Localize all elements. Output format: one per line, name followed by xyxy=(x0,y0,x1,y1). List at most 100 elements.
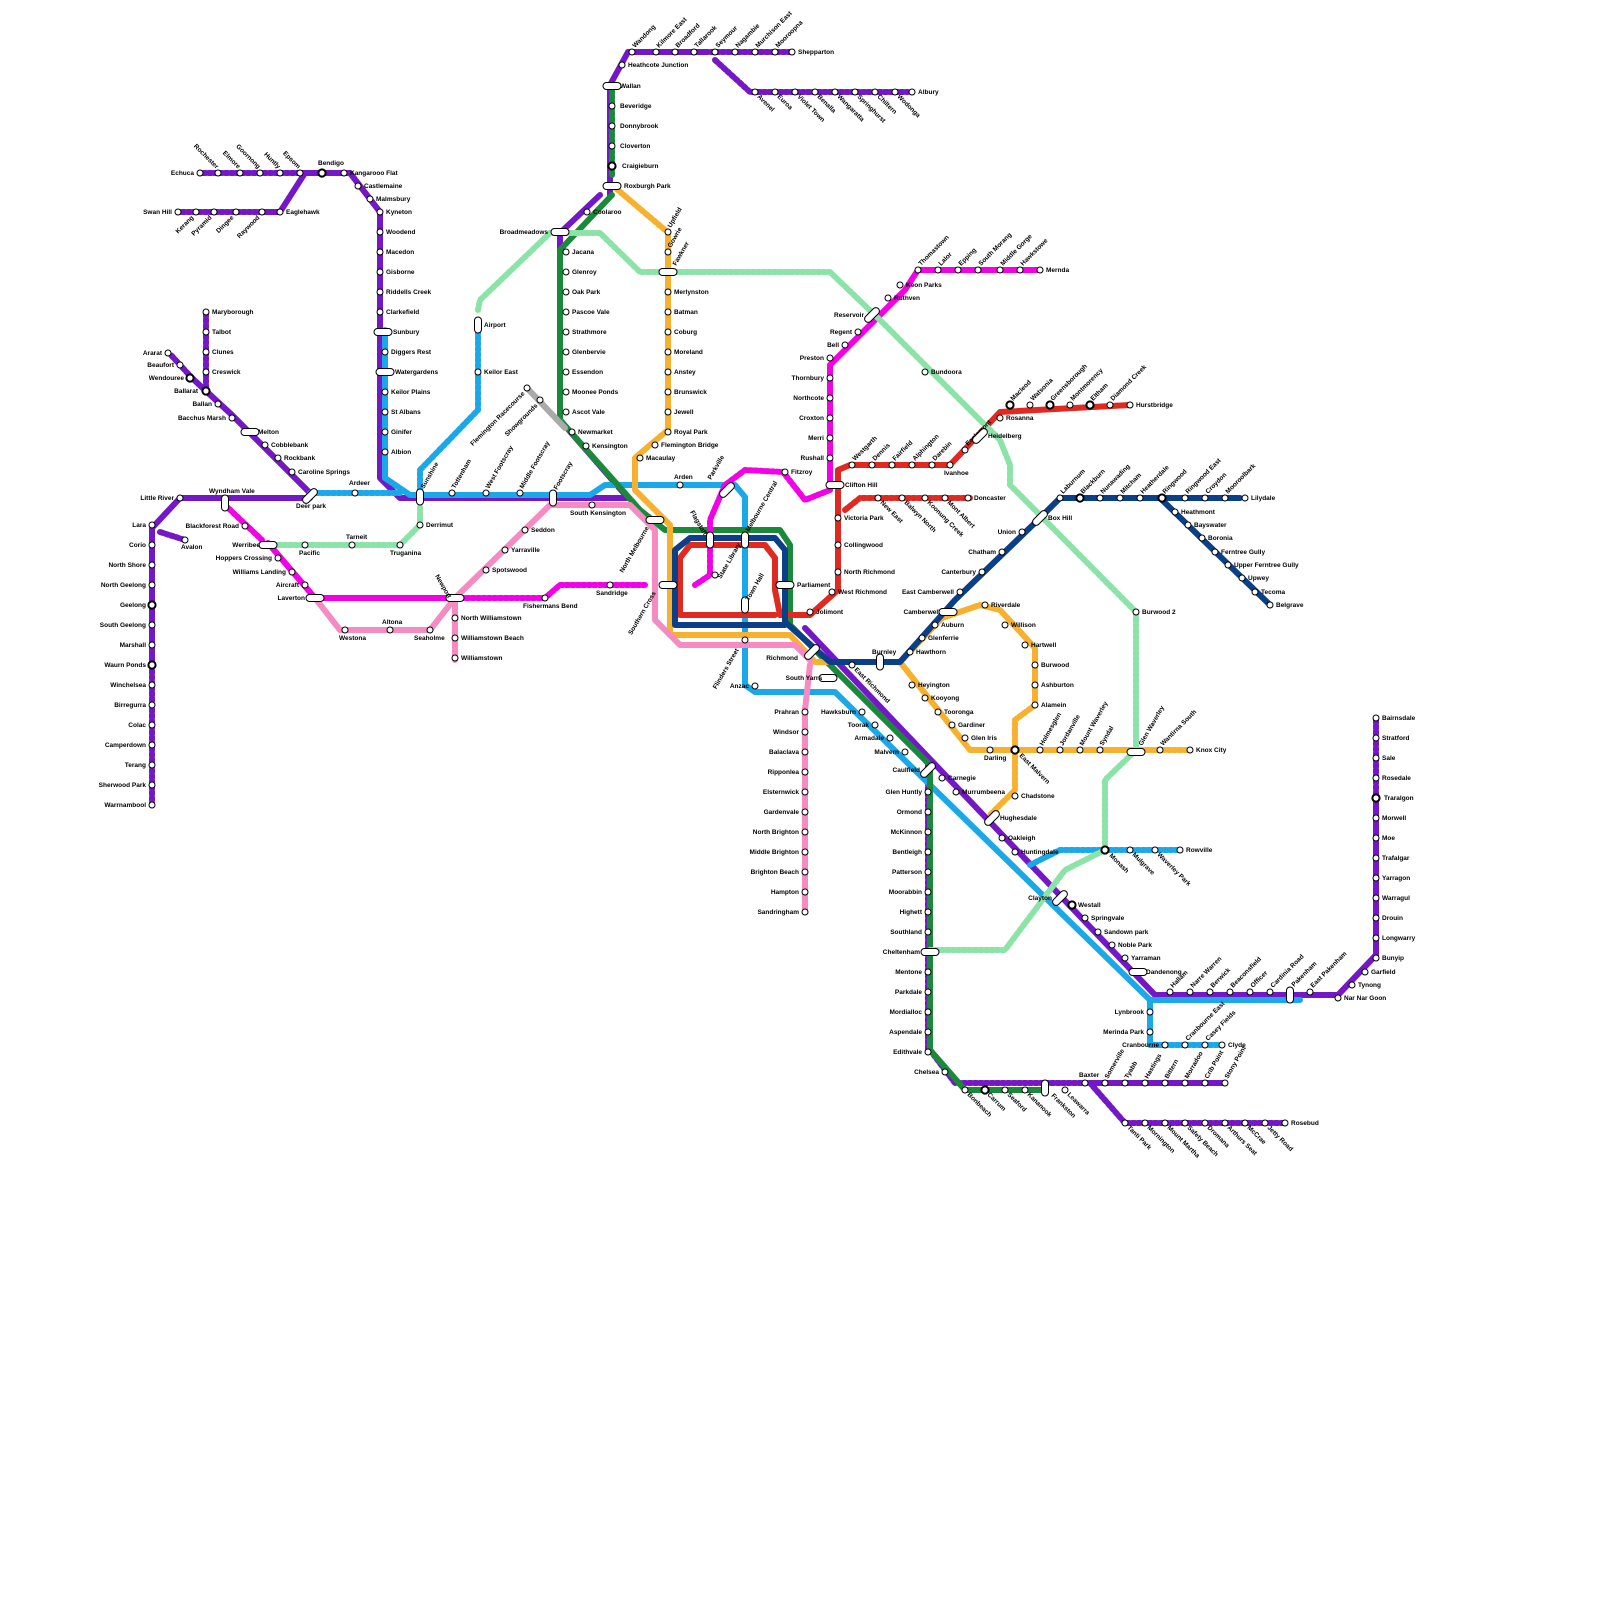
station-marker[interactable] xyxy=(426,626,434,634)
station-marker[interactable] xyxy=(354,182,362,190)
station[interactable]: Eaglehawk xyxy=(276,208,320,216)
station[interactable]: Bundoora xyxy=(921,368,962,376)
station[interactable]: Tottenham xyxy=(448,458,473,497)
interchange-marker[interactable] xyxy=(919,761,937,779)
station[interactable]: Ginifer xyxy=(381,428,412,436)
station-marker[interactable] xyxy=(516,489,524,497)
station-marker[interactable] xyxy=(874,494,882,502)
station[interactable]: Westona xyxy=(339,626,366,642)
station[interactable]: Belgrave xyxy=(1266,601,1304,609)
station[interactable]: Truganina xyxy=(390,541,421,557)
station[interactable]: Terang xyxy=(125,761,156,769)
station[interactable]: Batman xyxy=(664,308,698,316)
station-marker[interactable] xyxy=(891,88,899,96)
station-marker[interactable] xyxy=(1372,934,1380,942)
station[interactable]: Boronia xyxy=(1198,534,1233,542)
station-marker[interactable] xyxy=(606,581,614,589)
station[interactable]: Moreland xyxy=(664,348,703,356)
station-marker[interactable] xyxy=(1186,746,1194,754)
station[interactable]: Parkdale xyxy=(895,988,932,996)
station[interactable]: Gardenvale xyxy=(764,808,809,816)
station-marker[interactable] xyxy=(806,608,814,616)
station-marker[interactable] xyxy=(751,682,759,690)
station[interactable]: North Richmond xyxy=(834,568,895,576)
station[interactable]: Clifton Hill xyxy=(825,481,878,490)
station-marker[interactable] xyxy=(978,568,986,576)
station[interactable]: Bayswater xyxy=(1184,521,1227,529)
station[interactable]: Woodend xyxy=(376,228,416,236)
station-marker[interactable] xyxy=(1141,1119,1149,1127)
station[interactable]: Birregurra xyxy=(114,701,156,709)
station-marker[interactable] xyxy=(562,348,570,356)
station[interactable]: Doncaster xyxy=(964,494,1006,502)
station[interactable]: Heidelberg xyxy=(971,427,1022,445)
station[interactable]: Caroline Springs xyxy=(288,468,350,476)
station-marker[interactable] xyxy=(924,988,932,996)
station-marker[interactable] xyxy=(826,434,834,442)
station[interactable]: Heathcote Junction xyxy=(618,61,688,69)
station[interactable]: Ashburton xyxy=(1031,681,1074,689)
station-marker[interactable] xyxy=(1181,494,1189,502)
station[interactable]: North Brighton xyxy=(753,828,809,836)
station-marker[interactable] xyxy=(301,581,309,589)
station-marker[interactable] xyxy=(751,88,759,96)
station-marker[interactable] xyxy=(948,721,956,729)
station[interactable]: Corio xyxy=(129,541,156,549)
station-marker[interactable] xyxy=(317,168,327,178)
station-marker[interactable] xyxy=(562,328,570,336)
interchange-marker[interactable] xyxy=(718,481,736,499)
station[interactable]: Sandridge xyxy=(596,581,628,597)
station-marker[interactable] xyxy=(906,648,914,656)
station-marker[interactable] xyxy=(501,546,509,554)
station[interactable]: Echuca xyxy=(171,169,204,177)
station[interactable]: Armadale xyxy=(854,734,894,742)
station-marker[interactable] xyxy=(690,48,698,56)
station[interactable]: Pacific xyxy=(299,541,320,557)
station-marker[interactable] xyxy=(801,728,809,736)
station-marker[interactable] xyxy=(924,788,932,796)
station-marker[interactable] xyxy=(1061,1086,1069,1094)
station-marker[interactable] xyxy=(1306,988,1314,996)
station[interactable]: Middle Brighton xyxy=(750,848,809,856)
station[interactable]: Yarraville xyxy=(501,546,540,554)
station-marker[interactable] xyxy=(924,868,932,876)
station-marker[interactable] xyxy=(176,494,184,502)
station[interactable]: Brunswick xyxy=(664,388,707,396)
station[interactable]: Bell xyxy=(827,341,849,349)
station-marker[interactable] xyxy=(801,748,809,756)
station-marker[interactable] xyxy=(901,748,909,756)
station-marker[interactable] xyxy=(628,48,636,56)
station-marker[interactable] xyxy=(811,88,819,96)
station-marker[interactable] xyxy=(201,386,211,396)
station[interactable]: Rowville xyxy=(1176,846,1213,854)
station[interactable]: Lynbrook xyxy=(1115,1008,1154,1016)
station-marker[interactable] xyxy=(1281,1119,1289,1127)
station-marker[interactable] xyxy=(562,408,570,416)
station-marker[interactable] xyxy=(1146,1028,1154,1036)
station-marker[interactable] xyxy=(608,102,616,110)
station-marker[interactable] xyxy=(396,541,404,549)
station-marker[interactable] xyxy=(185,373,195,383)
station-marker[interactable] xyxy=(1156,746,1164,754)
station-marker[interactable] xyxy=(274,554,282,562)
station-marker[interactable] xyxy=(376,268,384,276)
station-marker[interactable] xyxy=(914,266,922,274)
station[interactable]: Marshall xyxy=(120,641,156,649)
station-marker[interactable] xyxy=(1094,928,1102,936)
station-marker[interactable] xyxy=(1021,641,1029,649)
station[interactable]: Malmsbury xyxy=(366,195,411,203)
station-marker[interactable] xyxy=(1031,661,1039,669)
station[interactable]: Patterson xyxy=(892,868,932,876)
station-marker[interactable] xyxy=(340,169,348,177)
station-marker[interactable] xyxy=(1361,968,1369,976)
station-marker[interactable] xyxy=(1121,1119,1129,1127)
station[interactable]: Auburn xyxy=(931,621,964,629)
station[interactable]: Keon Parks xyxy=(896,281,942,289)
station-marker[interactable] xyxy=(588,501,596,509)
station[interactable]: Seddon xyxy=(521,526,555,534)
station-marker[interactable] xyxy=(232,208,240,216)
station-marker[interactable] xyxy=(1101,1079,1109,1087)
station-marker[interactable] xyxy=(871,88,879,96)
station-marker[interactable] xyxy=(826,394,834,402)
station[interactable]: Victoria Park xyxy=(834,514,884,522)
